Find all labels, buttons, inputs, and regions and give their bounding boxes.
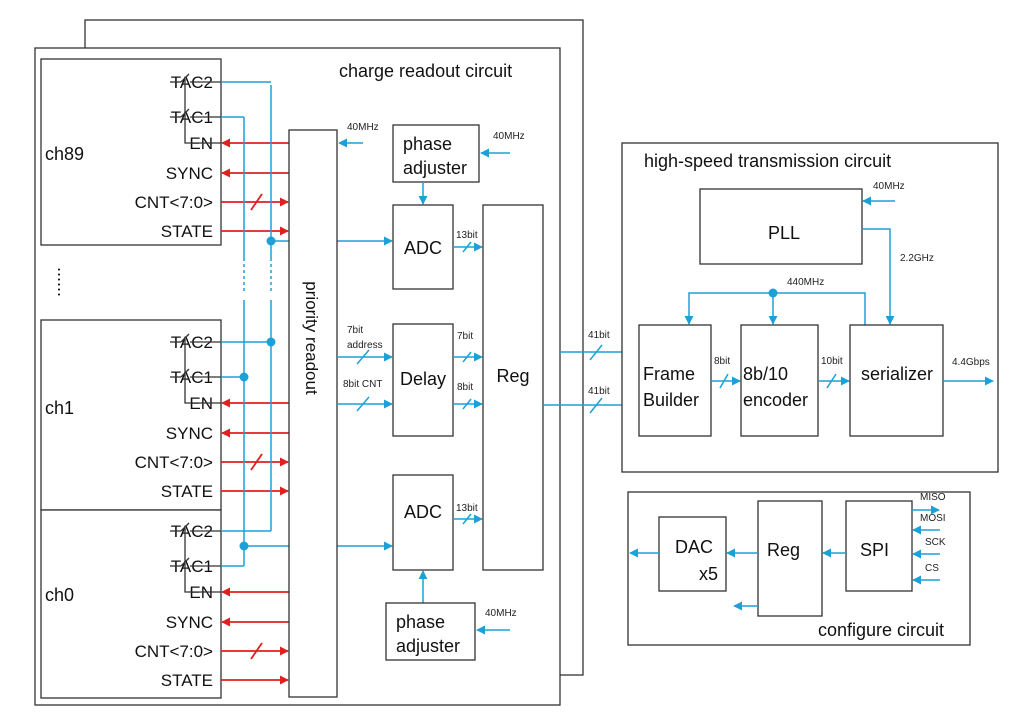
delay-address-in: 7bit: [347, 325, 363, 336]
delay-address-in: address: [347, 340, 383, 351]
switch-icon: [180, 73, 190, 83]
serializer-label: serializer: [861, 364, 933, 384]
channel-name: ch0: [45, 585, 74, 605]
config-reg-block: [757, 500, 823, 617]
channel-block: [40, 509, 222, 699]
phase-adjuster-top-label: phase: [403, 134, 452, 154]
phase-adjuster-top-label: adjuster: [403, 158, 467, 178]
spi-label: SPI: [860, 540, 889, 560]
bus-width-slash: [250, 642, 263, 660]
encoder-bits: 10bit: [821, 356, 843, 367]
adc-bottom-bits: 13bit: [456, 503, 478, 514]
spi-signal-mosi: MOSI: [920, 513, 946, 524]
channel-signal-label: CNT<7:0>: [135, 642, 213, 661]
pll-block: [699, 188, 863, 265]
priority-readout-block: [288, 129, 338, 698]
channel-signal-label: CNT<7:0>: [135, 453, 213, 472]
adc-bottom: [392, 474, 454, 571]
channel-signal-label: STATE: [161, 222, 213, 241]
spi-signal-sck: SCK: [925, 537, 946, 548]
charge-readout-title: charge readout circuit: [339, 61, 512, 81]
dac-block: [658, 516, 727, 592]
channel-name: ch1: [45, 398, 74, 418]
bus-width-slash: [250, 193, 263, 211]
dac-label: x5: [699, 564, 718, 584]
configure-title: configure circuit: [818, 620, 944, 640]
reg-label: Reg: [496, 366, 529, 386]
bus-2-label: 41bit: [588, 386, 610, 397]
pll-clock-out: 2.2GHz: [900, 253, 934, 264]
pll-label: PLL: [768, 223, 800, 243]
channel-signal-label: STATE: [161, 482, 213, 501]
adc-top-label: ADC: [404, 238, 442, 258]
encoder-block: [740, 324, 819, 437]
phase-adjuster-bottom: [385, 602, 476, 661]
delay-block: [392, 323, 454, 437]
encoder-label: encoder: [743, 390, 808, 410]
junction-dot: [239, 372, 249, 382]
enable-connection: [184, 339, 221, 404]
frame-builder-label: Frame: [643, 364, 695, 384]
channel-signal-label: SYNC: [166, 164, 213, 183]
spi-signal-miso: MISO: [920, 492, 946, 503]
serializer-block: [849, 324, 944, 437]
adc-top-bits: 13bit: [456, 230, 478, 241]
phase-adjuster-bottom-label: adjuster: [396, 636, 460, 656]
word-clock-label: 440MHz: [787, 277, 824, 288]
frame-builder-block: [638, 324, 712, 437]
channel-name: ch89: [45, 144, 84, 164]
switch-icon: [180, 333, 190, 343]
delay-cnt-in: 8bit CNT: [343, 379, 382, 390]
spi-block: [845, 500, 913, 592]
bus-1-label: 41bit: [588, 330, 610, 341]
junction-dot: [768, 288, 778, 298]
phase-top-clock-label: 40MHz: [493, 131, 525, 142]
junction-dot: [266, 337, 276, 347]
phase-adjuster-top: [392, 124, 480, 183]
frame-builder-bits: 8bit: [714, 356, 730, 367]
channel-ellipsis: ......: [54, 267, 74, 297]
config-reg-label: Reg: [767, 540, 800, 560]
adc-bottom-label: ADC: [404, 502, 442, 522]
reg-block: [482, 204, 544, 571]
channel-signal-label: SYNC: [166, 613, 213, 632]
encoder-label: 8b/10: [743, 364, 788, 384]
phase-bottom-clock-label: 40MHz: [485, 608, 517, 619]
bus-width-slash: [250, 453, 263, 471]
channel-signal-label: CNT<7:0>: [135, 193, 213, 212]
phase-adjuster-bottom-label: phase: [396, 612, 445, 632]
channel-block: [40, 58, 222, 246]
delay-cnt-out: 8bit: [457, 382, 473, 393]
delay-address-out: 7bit: [457, 331, 473, 342]
frame-builder-label: Builder: [643, 390, 699, 410]
high-speed-title: high-speed transmission circuit: [644, 151, 891, 171]
pll-clock-in: 40MHz: [873, 181, 905, 192]
switch-icon: [180, 522, 190, 532]
dac-label: DAC: [675, 537, 713, 557]
adc-top: [392, 204, 454, 290]
enable-connection: [184, 528, 221, 593]
channel-block: [40, 319, 222, 511]
priority-clock-label: 40MHz: [347, 122, 379, 133]
enable-connection: [184, 79, 221, 144]
delay-label: Delay: [400, 369, 446, 389]
channel-signal-label: STATE: [161, 671, 213, 690]
priority-readout-label: priority readout: [302, 281, 321, 395]
output-rate-label: 4.4Gbps: [952, 357, 990, 368]
channel-signal-label: SYNC: [166, 424, 213, 443]
channels: ch89TAC2TAC1ENSYNCCNT<7:0>STATEch1TAC2TA…: [40, 58, 289, 699]
spi-signal-cs: CS: [925, 563, 939, 574]
